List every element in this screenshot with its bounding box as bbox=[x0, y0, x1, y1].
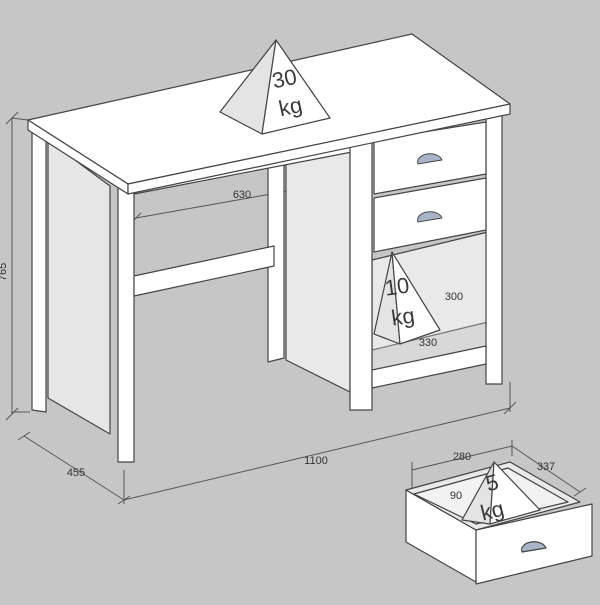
drawer-width-label: 280 bbox=[453, 451, 471, 463]
shelf-depth-label: 330 bbox=[419, 337, 437, 349]
pedestal-right-leg bbox=[485, 113, 503, 385]
drawer-depth-label: 337 bbox=[537, 461, 555, 473]
inner-width-label: 630 bbox=[233, 189, 251, 201]
height-tick-bottom bbox=[5, 407, 19, 421]
drawer-load-value: 5 bbox=[483, 469, 501, 496]
width-dimension-line bbox=[123, 407, 511, 501]
top-load bbox=[219, 39, 331, 135]
pedestal-bottom-rail bbox=[371, 345, 487, 389]
width-label: 1100 bbox=[304, 455, 328, 467]
depth-dimension-line bbox=[23, 435, 125, 501]
desk-top-front-edge bbox=[127, 103, 511, 195]
shelf-load-value: 10 bbox=[383, 272, 411, 300]
front-left-back-leg bbox=[31, 129, 47, 413]
shelf-load-unit: kg bbox=[390, 303, 417, 331]
top-load-unit: kg bbox=[276, 92, 304, 121]
drawer-handle-icon bbox=[521, 541, 547, 553]
drawer-width-dimension-line bbox=[411, 445, 513, 471]
shelf-height-label: 300 bbox=[445, 291, 463, 303]
front-left-leg bbox=[117, 179, 135, 463]
depth-label: 455 bbox=[67, 467, 85, 479]
drawer-height-label: 90 bbox=[450, 490, 462, 502]
pedestal-inner-panel bbox=[285, 133, 351, 393]
pedestal-front-leg bbox=[349, 127, 373, 411]
desk bbox=[27, 33, 511, 463]
top-load-value: 30 bbox=[270, 64, 299, 94]
drawer-detail bbox=[405, 461, 593, 585]
height-label: 765 bbox=[0, 263, 9, 281]
handles bbox=[417, 153, 443, 223]
drawer-handle-icon bbox=[417, 153, 443, 165]
stretcher-bar bbox=[133, 245, 275, 297]
drawer-depth-dimension-line bbox=[511, 445, 581, 493]
drawer-handle-icon bbox=[417, 211, 443, 223]
shelf-load bbox=[373, 251, 441, 345]
left-side-panel bbox=[47, 139, 111, 435]
